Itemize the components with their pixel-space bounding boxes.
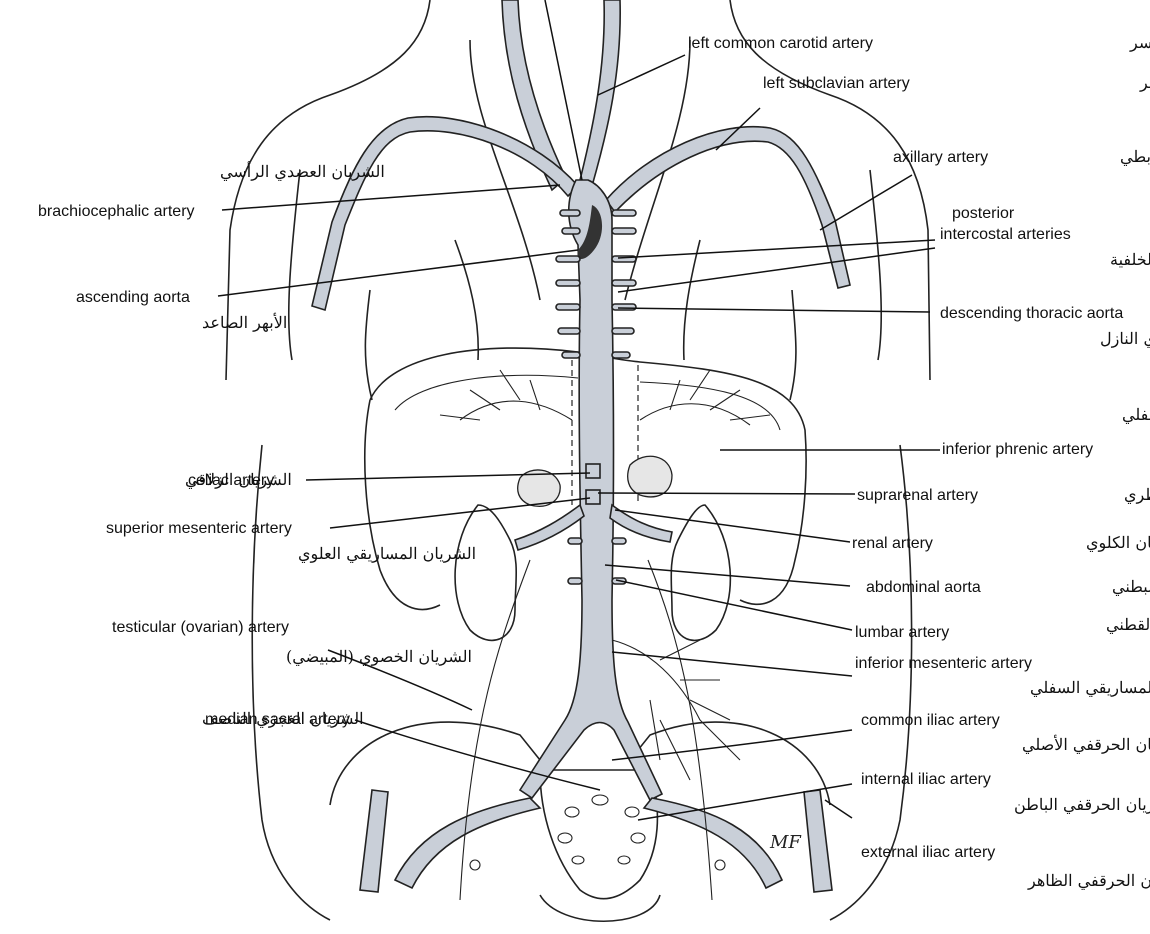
label-left-common-carotid-en: left common carotid artery [688, 35, 873, 52]
label-descending-thoracic-ar: الأبهر الصدري النازل [1100, 329, 1150, 348]
label-abdominal-aorta-en: abdominal aorta [866, 579, 981, 596]
label-inferior-mesenteric-ar: الشريان المساريقي السفلي [1030, 678, 1150, 697]
label-renal-ar: الشريان الكلوي [1086, 533, 1150, 552]
label-external-iliac-ar: الشريان الحرقفي الظاهر [1027, 871, 1150, 890]
label-posterior-intercostal-en-1: posterior [952, 205, 1015, 222]
label-ascending-aorta-ar: الأبهر الصاعد [202, 313, 287, 332]
label-superior-mesenteric-ar: الشريان المساريقي العلوي [298, 544, 476, 563]
left-subclavian-artery [606, 127, 850, 288]
label-suprarenal-en: suprarenal artery [857, 487, 978, 504]
label-descending-thoracic-en: descending thoracic aorta [940, 305, 1123, 322]
label-testicular-en: testicular (ovarian) artery [112, 619, 289, 636]
label-internal-iliac-ar: الشريان الحرقفي الباطن [1014, 795, 1150, 814]
label-suprarenal-ar: الشريان الكظري [1124, 485, 1150, 504]
label-axillary-en: axillary artery [893, 149, 988, 166]
label-median-sacral-ar: الشريان العجزي الناصف [202, 709, 364, 728]
label-lumbar-en: lumbar artery [855, 624, 949, 641]
label-axillary-ar: الشريان الإبطي [1120, 147, 1150, 166]
label-left-subclavian-ar: الشريان تحت الترقوة الأيسر [1139, 73, 1150, 92]
label-internal-iliac-en: internal iliac artery [861, 771, 991, 788]
label-left-subclavian-en: left subclavian artery [763, 75, 910, 92]
label-brachiocephalic-en: brachiocephalic artery [38, 203, 195, 220]
left-external-iliac-artery [644, 798, 782, 888]
left-common-carotid-artery [580, 0, 620, 186]
label-ascending-aorta-en: ascending aorta [76, 289, 190, 306]
label-celiac-ar: الشريان الزلاقي [185, 470, 292, 489]
label-inferior-mesenteric-en: inferior mesenteric artery [855, 655, 1032, 672]
label-inferior-phrenic-ar: الشريان الحجابي السفلي [1122, 405, 1150, 424]
artist-signature: MF [769, 832, 802, 853]
label-superior-mesenteric-en: superior mesenteric artery [106, 520, 292, 537]
label-common-iliac-en: common iliac artery [861, 712, 1000, 729]
label-posterior-intercostal-ar: الشرايين الوربية الخلفية [1110, 250, 1150, 269]
label-external-iliac-en: external iliac artery [861, 844, 995, 861]
label-testicular-ar: الشريان الخصوي (المبيضي) [286, 647, 472, 666]
label-lumbar-ar: الشريان القطني [1106, 615, 1150, 634]
label-renal-en: renal artery [852, 535, 933, 552]
label-common-iliac-ar: الشريان الحرقفي الأصلي [1022, 735, 1150, 754]
label-left-common-carotid-ar: الشريان السباتي الأصلي الأيسر [1129, 33, 1150, 52]
label-abdominal-aorta-ar: الأبهر البطني [1112, 577, 1150, 596]
body-outline [226, 0, 930, 921]
label-posterior-intercostal-en-2: intercostal arteries [940, 226, 1071, 243]
label-inferior-phrenic-en: inferior phrenic artery [942, 441, 1093, 458]
label-brachiocephalic-ar: الشريان العضدي الرأسي [220, 161, 385, 181]
